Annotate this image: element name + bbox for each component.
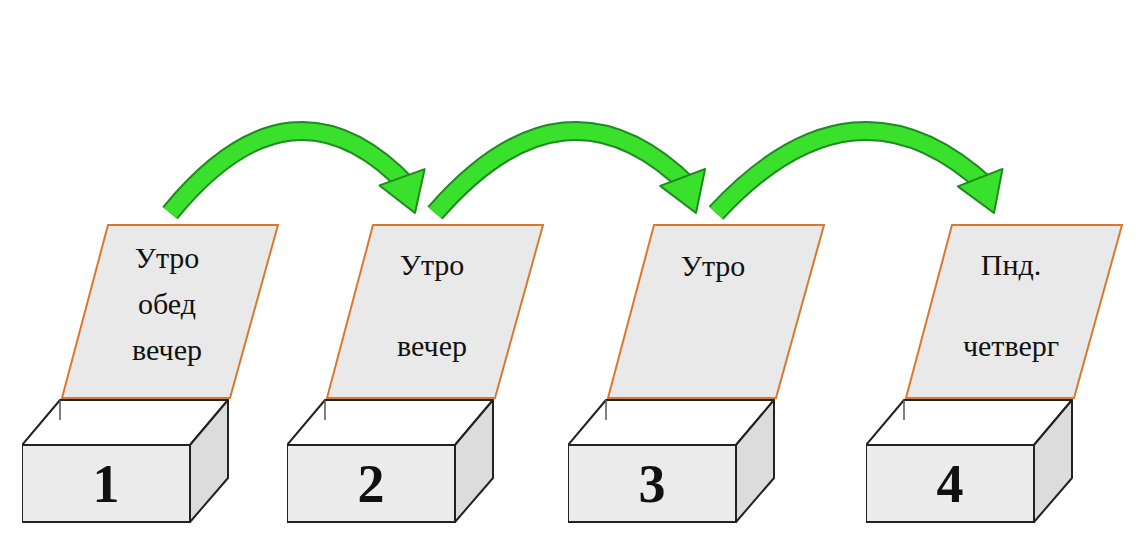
lid-label: Утро вечер <box>362 224 502 386</box>
box-number: 3 <box>568 453 736 515</box>
box-with-lid: Утро вечер 2 <box>287 215 547 527</box>
curved-arrow <box>435 131 705 213</box>
lid-label: Утро обед вечер <box>97 235 237 373</box>
box-with-lid: Утро 3 <box>568 215 828 527</box>
box-number: 1 <box>22 453 190 515</box>
box-with-lid: Пнд. четверг 4 <box>866 215 1126 527</box>
box-number: 2 <box>287 453 455 515</box>
curved-arrow <box>170 131 425 213</box>
box-with-lid: Утро обед вечер 1 <box>22 215 282 527</box>
curved-arrow <box>716 131 1003 213</box>
box-number: 4 <box>866 453 1034 515</box>
lid-label: Утро <box>643 243 783 289</box>
lid-label: Пнд. четверг <box>941 224 1081 386</box>
